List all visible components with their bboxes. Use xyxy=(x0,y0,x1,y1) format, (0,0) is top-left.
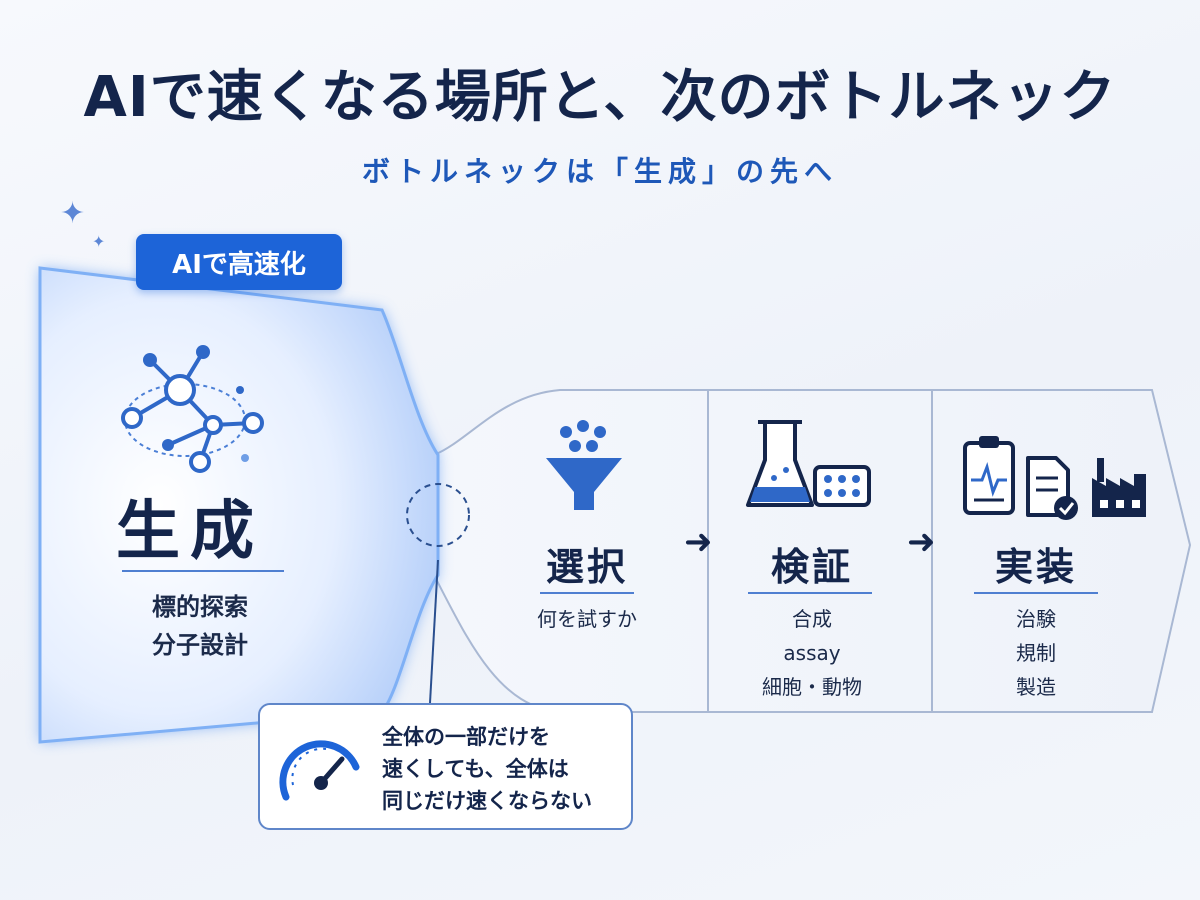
stage-line: 何を試すか xyxy=(537,607,637,631)
generation-underline xyxy=(122,570,284,572)
stage-select-description: 何を試すか xyxy=(487,602,687,636)
page-subtitle: ボトルネックは「生成」の先へ xyxy=(361,155,838,188)
callout-line: 速くしても、全体は xyxy=(382,757,569,781)
well-plate-icon xyxy=(813,465,871,507)
stage-implement-underline xyxy=(974,592,1098,594)
molecule-network-icon xyxy=(121,345,264,473)
stage-implement-description: 治験 規制 製造 xyxy=(936,602,1136,704)
arrow-right-icon: ➜ xyxy=(907,522,936,562)
stage-line: 合成 xyxy=(792,607,832,631)
stage-line: 治験 xyxy=(1016,607,1056,631)
sparkle-icon: ✦ xyxy=(60,196,86,231)
generation-line: 標的探索 xyxy=(152,593,248,621)
stage-verify-description: 合成 assay 細胞・動物 xyxy=(712,602,912,704)
stage-verify-title: 検証 xyxy=(770,545,853,589)
stage-select-underline xyxy=(540,592,634,594)
sparkle-small-icon: ✦ xyxy=(92,232,106,251)
generation-description: 標的探索 分子設計 xyxy=(90,588,310,664)
stage-line: 製造 xyxy=(1016,675,1056,699)
callout-line: 同じだけ速くならない xyxy=(382,789,592,813)
stage-line: 細胞・動物 xyxy=(762,675,862,699)
generation-title: 生成 xyxy=(116,495,264,569)
arrow-right-icon: ➜ xyxy=(684,522,713,562)
factory-icon xyxy=(1092,458,1146,517)
gauge-icon xyxy=(279,740,360,801)
stage-implement-title: 実装 xyxy=(994,545,1077,589)
stage-verify-underline xyxy=(748,592,872,594)
bottleneck-circle xyxy=(406,483,470,547)
flask-icon xyxy=(746,420,814,507)
callout-connector xyxy=(429,559,439,704)
document-check-icon xyxy=(1026,456,1078,520)
stage-line: 規制 xyxy=(1016,641,1056,665)
generation-line: 分子設計 xyxy=(152,631,248,659)
callout-line: 全体の一部だけを xyxy=(382,725,550,749)
stage-line: assay xyxy=(783,641,841,665)
stage-select-title: 選択 xyxy=(545,545,628,589)
page-title: AIで速くなる場所と、次のボトルネック xyxy=(83,65,1117,130)
funnel-icon xyxy=(546,420,622,510)
callout-text: 全体の一部だけを 速くしても、全体は 同じだけ速くならない xyxy=(382,721,632,817)
clipboard-icon xyxy=(963,436,1015,515)
ai-speedup-badge: AIで高速化 xyxy=(136,234,342,290)
amdahl-callout: 全体の一部だけを 速くしても、全体は 同じだけ速くならない xyxy=(258,703,633,830)
